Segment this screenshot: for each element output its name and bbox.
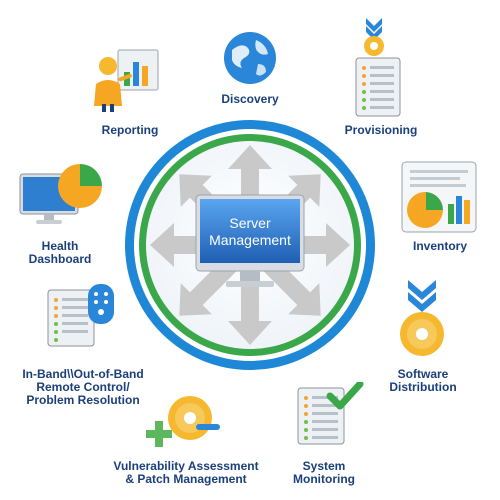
clipboard-download-icon <box>355 18 401 117</box>
software-distribution-line1: Software <box>397 367 449 381</box>
reporting-label: Reporting <box>101 123 159 137</box>
vulnerability-line2: & Patch Management <box>125 472 247 486</box>
health-dashboard-line2: Dashboard <box>28 252 92 266</box>
software-distribution-line2: Distribution <box>389 380 457 394</box>
discovery-label: Discovery <box>221 92 279 106</box>
checklist-check-icon <box>297 382 364 445</box>
presenter-chart-icon <box>94 49 159 112</box>
vulnerability-line1: Vulnerability Assessment <box>113 459 259 473</box>
health-dashboard-line1: Health <box>41 239 79 253</box>
inventory-label: Inventory <box>412 239 467 253</box>
health-dashboard-label: Health Dashboard <box>18 240 102 266</box>
remote-control-label: In-Band\\Out-of-Band Remote Control/ Pro… <box>8 368 158 407</box>
remote-control-line2: Remote Control/ <box>36 380 130 394</box>
system-monitoring-line1: System <box>302 459 346 473</box>
system-monitoring-label: System Monitoring <box>284 460 364 486</box>
center-title-line1: Server <box>229 215 271 231</box>
remote-control-line3: Problem Resolution <box>26 393 140 407</box>
disc-plus-icon <box>146 396 220 447</box>
remote-control-line1: In-Band\\Out-of-Band <box>22 367 144 381</box>
software-distribution-label: Software Distribution <box>378 368 468 394</box>
center-monitor-icon <box>195 194 305 287</box>
center-title: Server Management <box>200 215 300 249</box>
vulnerability-label: Vulnerability Assessment & Patch Managem… <box>98 460 274 486</box>
system-monitoring-line2: Monitoring <box>293 472 355 486</box>
center-title-line2: Management <box>209 232 291 248</box>
checklist-remote-icon <box>47 284 114 347</box>
disc-download-icon <box>400 280 444 356</box>
monitor-pie-icon <box>19 164 102 224</box>
globe-icon <box>224 32 276 84</box>
chart-document-icon <box>401 161 477 233</box>
provisioning-label: Provisioning <box>344 123 418 137</box>
